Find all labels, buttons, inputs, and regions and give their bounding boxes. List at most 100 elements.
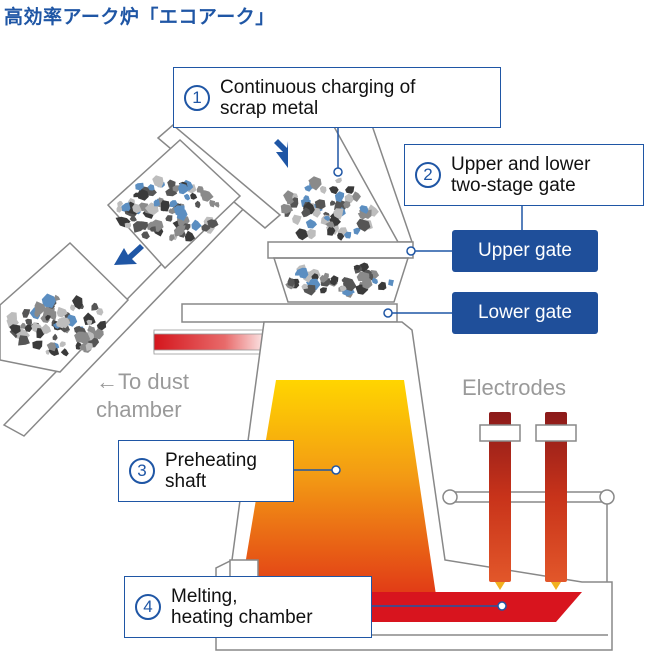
scrap-piece [306, 228, 316, 240]
scrap-piece [194, 200, 201, 209]
page-title: 高効率アーク炉「エコアーク」 [4, 6, 275, 28]
upper-gate-plate [267, 241, 414, 259]
dust-duct [153, 331, 273, 353]
scrap-piece [24, 324, 33, 332]
scrap-piece [137, 188, 149, 201]
scrap-piece [141, 231, 150, 240]
scrap-piece [200, 189, 209, 197]
scrap-piece [327, 225, 336, 236]
scrap-piece [325, 221, 335, 228]
scrap-piece [182, 223, 191, 231]
scrap-piece [132, 203, 142, 214]
scrap-piece [9, 324, 21, 335]
scrap-piece [371, 277, 378, 285]
scrap-piece [305, 219, 317, 229]
scrap-piece [73, 325, 82, 333]
scrap-piece [343, 277, 357, 292]
arc-icon [495, 582, 505, 590]
callout-melting-chamber: 4 Melting, heating chamber [124, 576, 372, 638]
scrap-piece [178, 183, 189, 195]
scrap-piece [59, 341, 66, 347]
scrap-piece [83, 312, 96, 325]
electrode-right [545, 412, 567, 582]
scrap-piece [41, 293, 56, 308]
scrap-piece [190, 192, 198, 200]
scrap-piece [287, 277, 295, 287]
scrap-piece [173, 205, 185, 218]
scrap-piece [388, 279, 394, 287]
scrap-piece [207, 219, 219, 229]
scrap-piece [280, 203, 294, 214]
scrap-piece [77, 332, 91, 345]
callout-text: Preheating shaft [165, 450, 257, 492]
scrap-piece [45, 314, 51, 321]
scrap-piece [121, 202, 131, 212]
scrap-piece [213, 202, 220, 208]
step-number: 1 [184, 84, 210, 111]
scrap-piece [124, 222, 132, 229]
scrap-piece [209, 199, 216, 208]
scrap-piece [168, 208, 174, 215]
scrap-piece [286, 198, 294, 205]
scrap-piece [319, 287, 327, 294]
dust-chamber-label: ←To dust chamber [96, 369, 189, 422]
scrap-piece [301, 207, 311, 218]
arrow-icon [114, 244, 144, 265]
scrap-piece [173, 225, 186, 237]
scrap-piece [319, 185, 327, 194]
electrode-left [489, 412, 511, 582]
callout-text: Melting, heating chamber [171, 586, 313, 628]
scrap-piece [117, 200, 124, 206]
scrap-piece [85, 342, 93, 352]
scrap-piece [191, 219, 202, 231]
callout-preheating-shaft: 3 Preheating shaft [118, 440, 294, 502]
scrap-pile-left [6, 293, 107, 357]
scrap-piece [72, 295, 83, 310]
scrap-piece [295, 228, 311, 241]
scrap-piece [135, 182, 144, 191]
scrap-piece [183, 193, 191, 201]
scrap-piece [344, 193, 354, 204]
step-number: 3 [129, 458, 155, 484]
scrap-piece [91, 302, 99, 311]
scrap-piece [132, 221, 146, 233]
scrap-piece [153, 199, 160, 207]
scrap-piece [34, 301, 46, 315]
shaft-charge [240, 380, 436, 595]
scrap-piece [96, 320, 107, 331]
scrap-piece [356, 271, 370, 282]
scrap-piece [304, 185, 313, 192]
scrap-piece [353, 227, 361, 235]
scrap-in-hopper [285, 262, 394, 298]
scrap-piece [60, 348, 69, 357]
scrap-piece [86, 319, 93, 326]
scrap-piece [345, 186, 355, 194]
callout-text: Upper and lower two-stage gate [451, 154, 591, 196]
scrap-piece [160, 200, 170, 212]
scrap-piece [343, 200, 351, 209]
scrap-piece [152, 175, 164, 188]
scrap-piece [329, 278, 337, 286]
arrow-icon [274, 139, 288, 168]
scrap-piece [20, 322, 27, 329]
lower-gate-plate [181, 303, 398, 323]
scrap-piece [165, 215, 173, 222]
scrap-piece [56, 306, 68, 318]
scrap-piece [40, 323, 52, 334]
scrap-piece [46, 342, 57, 352]
scrap-piece [147, 184, 155, 191]
scrap-piece [337, 232, 345, 241]
scrap-piece [57, 317, 71, 329]
lower-gate-label: Lower gate [452, 292, 598, 334]
scrap-piece [335, 177, 342, 184]
upper-hopper [267, 104, 414, 303]
callout-continuous-charging: 1 Continuous charging of scrap metal [173, 67, 501, 128]
scrap-piece [18, 335, 30, 346]
scrap-piece [330, 200, 336, 206]
scrap-piece [334, 191, 345, 203]
scrap-piece [356, 218, 371, 232]
callout-two-stage-gate: 2 Upper and lower two-stage gate [404, 144, 644, 206]
scrap-piece [308, 176, 322, 191]
scrap-piece [323, 215, 331, 222]
